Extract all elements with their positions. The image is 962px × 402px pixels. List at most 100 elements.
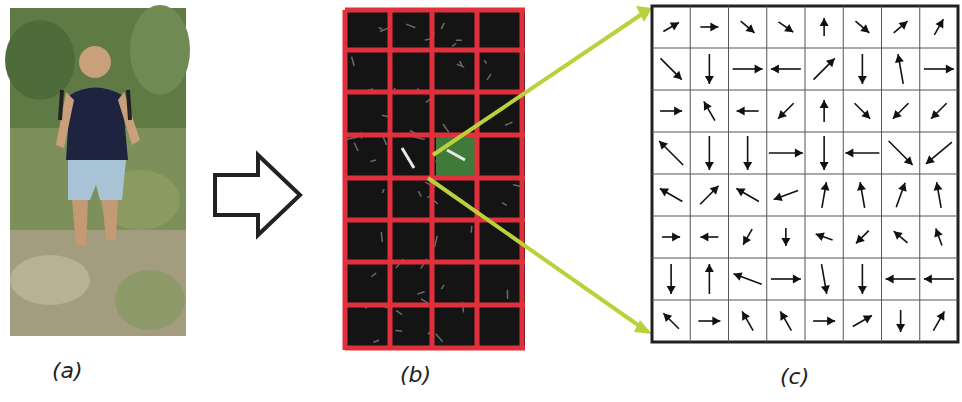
orientation-arrow <box>934 19 943 35</box>
orientation-arrow <box>855 21 869 33</box>
arrowhead <box>755 65 763 74</box>
orientation-arrow <box>779 22 794 32</box>
zoom-arrowhead <box>636 6 652 22</box>
gradient-stroke <box>435 236 438 247</box>
gradient-stroke <box>513 185 520 187</box>
arrowhead <box>896 324 905 332</box>
gradient-stroke <box>381 232 382 242</box>
arrowhead <box>820 18 829 26</box>
arrowhead <box>710 186 719 195</box>
arrowhead <box>705 76 714 84</box>
arrowhead <box>780 311 788 320</box>
orientation-grid <box>652 6 958 342</box>
grid-line <box>345 303 525 308</box>
process-arrow <box>215 155 300 235</box>
arrowhead <box>886 275 894 284</box>
arrowhead <box>946 65 954 74</box>
arrowhead <box>820 100 829 108</box>
arrowhead <box>898 21 907 30</box>
arrowhead <box>710 23 718 32</box>
grid-line <box>652 216 958 217</box>
arrowhead <box>734 272 743 280</box>
photo <box>5 5 190 336</box>
arrowhead <box>778 110 787 119</box>
arrowhead <box>931 110 940 119</box>
orientation-arrow <box>853 316 872 327</box>
arrowhead <box>667 286 676 294</box>
orientation-arrow <box>931 103 947 119</box>
gradient-stroke <box>452 43 456 46</box>
arrowhead <box>827 317 835 326</box>
gradient-stroke <box>441 285 444 289</box>
grid-line <box>652 300 958 301</box>
arrowhead <box>700 233 708 242</box>
orientation-arrow <box>889 141 913 165</box>
orientation-arrow <box>780 311 791 330</box>
orientation-arrow <box>741 21 755 33</box>
gradient-stroke <box>418 191 421 197</box>
arrowhead <box>858 286 867 294</box>
arrowhead <box>934 229 942 238</box>
orientation-arrow <box>661 58 682 79</box>
zoom-line <box>428 178 648 332</box>
arrowhead <box>924 275 932 284</box>
arrowhead <box>926 155 935 164</box>
gradient-stroke <box>352 57 355 66</box>
arrowhead <box>743 162 752 170</box>
orientation-arrow <box>659 141 683 165</box>
arrowhead <box>660 189 669 197</box>
orientation-arrow <box>663 23 679 32</box>
arrowhead <box>860 24 869 33</box>
orientation-arrow <box>700 186 718 204</box>
arrowhead <box>816 232 825 240</box>
gradient-stroke <box>371 273 376 277</box>
grid-line <box>345 260 525 265</box>
panel-label: (c) <box>780 364 809 389</box>
orientation-arrow <box>893 103 909 119</box>
arrowhead <box>737 107 745 116</box>
gradient-stroke <box>396 310 402 314</box>
grid-line <box>345 218 525 223</box>
arrowhead <box>904 156 913 165</box>
gradient-stroke <box>505 122 512 125</box>
orientation-arrow <box>663 313 679 329</box>
arrowhead <box>745 24 754 33</box>
zoom-line <box>433 10 648 155</box>
orientation-arrow <box>743 229 752 245</box>
arrowhead <box>936 311 944 320</box>
grid-line <box>345 176 525 181</box>
gradient-stroke <box>395 330 402 332</box>
gradient-stroke <box>417 292 424 294</box>
orientation-arrow <box>660 189 683 202</box>
gradient-stroke <box>484 60 486 63</box>
grid-line <box>345 346 525 351</box>
orientation-arrow <box>856 231 869 244</box>
panel-label: (b) <box>400 362 431 387</box>
gradient-stroke <box>379 27 383 29</box>
gradient-stroke <box>406 24 415 28</box>
arrowhead <box>736 189 745 197</box>
arrowhead <box>861 110 870 119</box>
grid-line <box>843 6 844 342</box>
gradient-stroke <box>443 124 449 132</box>
arrowhead <box>894 231 903 240</box>
gradient-stroke <box>456 40 462 42</box>
orientation-arrow <box>855 103 871 119</box>
gradient-stroke <box>441 23 444 29</box>
arrowhead <box>674 107 682 116</box>
grid-line <box>345 90 525 95</box>
gradient-stroke <box>421 299 428 303</box>
orientation-arrow <box>814 58 835 79</box>
arrowhead <box>826 58 835 67</box>
zoom-arrowhead <box>634 320 652 334</box>
gradient-stroke <box>487 74 491 80</box>
arrowhead <box>935 19 943 28</box>
arrowhead <box>742 311 750 320</box>
gradient-stroke <box>373 340 379 342</box>
grid-line <box>919 6 920 342</box>
arrowhead <box>858 76 867 84</box>
arrowhead <box>774 192 783 200</box>
gradient-stroke <box>507 290 509 299</box>
arrowhead <box>893 110 902 119</box>
